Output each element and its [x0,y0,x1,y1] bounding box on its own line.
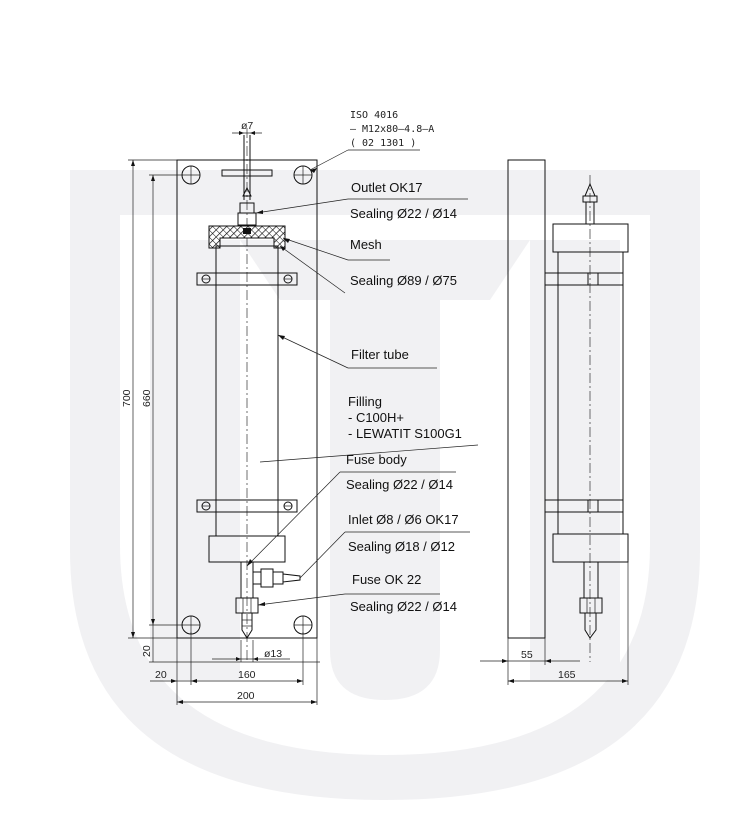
label-fuse-ok22: Fuse OK 22 [352,572,421,587]
dimension-labels: ø7 700 660 20 ø13 20 160 200 55 165 [121,120,576,702]
label-filling-item1: - C100H+ [348,410,404,425]
side-view [507,159,629,662]
label-mesh: Mesh [350,237,382,252]
label-inlet-sealing: Sealing Ø18 / Ø12 [348,539,455,554]
dim-w-left: 20 [155,669,167,681]
dim-w-total: 200 [237,690,255,702]
bolt-spec: ISO 4016 – M12x80–4.8–A ( 02 1301 ) [350,110,434,149]
dim-side-width: 165 [558,669,576,681]
label-mesh-sealing: Sealing Ø89 / Ø75 [350,273,457,288]
dim-w-inner: 160 [238,669,256,681]
bolt-spec-line2: – M12x80–4.8–A [350,124,434,135]
dim-h-inner: 660 [141,389,153,407]
dim-h-total: 700 [121,389,133,407]
label-filling-title: Filling [348,394,382,409]
front-view [176,128,479,662]
label-fuse-body: Fuse body [346,452,407,467]
label-outlet-sealing: Sealing Ø22 / Ø14 [350,206,457,221]
bolt-spec-line1: ISO 4016 [350,110,398,121]
label-filter-tube: Filter tube [351,347,409,362]
dim-h-bottom: 20 [141,645,153,657]
leader-lines [246,149,470,606]
label-fuse-ok22-sealing: Sealing Ø22 / Ø14 [350,599,457,614]
dim-side-offset: 55 [521,649,533,661]
label-filling-item2: - LEWATIT S100G1 [348,426,462,441]
dim-d-top: ø7 [241,120,253,132]
label-outlet: Outlet OK17 [351,180,423,195]
bolt-spec-line3: ( 02 1301 ) [350,138,416,149]
dim-d-bottom: ø13 [264,648,282,660]
label-inlet: Inlet Ø8 / Ø6 OK17 [348,512,459,527]
dimension-lines [128,131,629,705]
watermark-logo [70,170,700,800]
label-fuse-body-sealing: Sealing Ø22 / Ø14 [346,477,453,492]
side-plate [507,159,546,639]
part-labels: Outlet OK17 Sealing Ø22 / Ø14 Mesh Seali… [346,180,462,614]
